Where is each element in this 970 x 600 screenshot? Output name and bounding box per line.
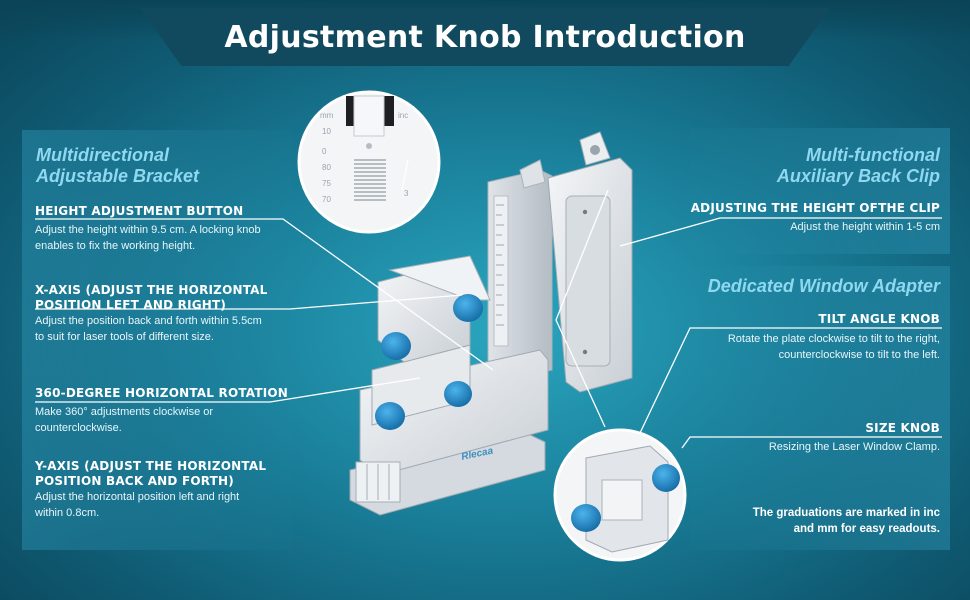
right-top-panel [690,128,950,254]
ruler-unit-mm: mm [320,111,334,120]
window-adapter-zoom-circle [553,428,687,562]
section-title-line: Multidirectional [36,145,170,165]
ruler-zoom-circle: mm inc 10 0 80 75 70 3 [297,90,441,234]
size-knob-desc: Resizing the Laser Window Clamp. [768,441,940,453]
right-bottom-panel [690,266,950,550]
y-axis-desc: Adjust the horizontal position left and … [35,489,239,521]
page-title: Adjustment Knob Introduction [224,19,746,55]
tilt-angle-knob-desc: Rotate the plate clockwise to tilt to th… [728,331,940,363]
rotation-desc: Make 360° adjustments clockwise or count… [35,404,213,436]
label-line: X-AXIS (ADJUST THE HORIZONTAL [35,283,268,297]
note-line: and mm for easy readouts. [793,523,940,535]
section-title-line: Adjustable Bracket [36,166,200,186]
back-clip [547,131,633,393]
ruler-tick: 70 [322,195,331,204]
section-title-line: Multi-functional [806,145,940,165]
height-adjustment-desc: Adjust the height within 9.5 cm. A locki… [35,222,261,254]
desc-line: Adjust the horizontal position left and … [35,491,240,503]
right-bottom-section-title: Dedicated Window Adapter [707,276,940,296]
section-title-line: Auxiliary Back Clip [776,166,940,186]
label-line: POSITION LEFT AND RIGHT) [35,298,227,312]
left-section-title: Multidirectional Adjustable Bracket [36,145,199,187]
ruler-unit-inc: inc [398,111,408,120]
ruler-tick: 10 [322,127,331,136]
title-banner: Adjustment Knob Introduction [140,8,830,66]
desc-line: to suit for laser tools of different siz… [35,331,214,343]
desc-line: Make 360° adjustments clockwise or [35,406,214,418]
clip-height-desc: Adjust the height within 1-5 cm [790,221,940,233]
desc-line: enables to fix the working height. [35,240,196,252]
ruler-tick: 75 [322,179,331,188]
desc-line: Rotate the plate clockwise to tilt to th… [727,333,940,345]
knob-icon [375,294,483,430]
x-axis-label: X-AXIS (ADJUST THE HORIZONTAL POSITION L… [35,283,268,313]
label-line: POSITION BACK AND FORTH) [35,474,234,488]
height-adjustment-label: HEIGHT ADJUSTMENT BUTTON [35,204,244,218]
right-top-section-title: Multi-functional Auxiliary Back Clip [777,145,940,187]
rotation-label: 360-DEGREE HORIZONTAL ROTATION [35,386,289,400]
note-line: The graduations are marked in inc [752,507,940,519]
ruler-tick-right: 3 [404,189,409,198]
left-panel [22,130,292,550]
y-axis-label: Y-AXIS (ADJUST THE HORIZONTAL POSITION B… [35,459,266,489]
callout-lines [35,159,942,449]
desc-line: Adjust the height within 9.5 cm. A locki… [35,224,261,236]
ruler-tick: 0 [322,147,327,156]
desc-line: counterclockwise. [35,422,122,434]
size-knob-label: SIZE KNOB [865,421,940,435]
desc-line: Adjust the position back and forth withi… [35,315,262,327]
desc-line: within 0.8cm. [35,507,100,519]
desc-line: counterclockwise to tilt to the left. [778,349,940,361]
ruler-tick: 80 [322,163,331,172]
clip-height-label: ADJUSTING THE HEIGHT OFTHE CLIP [690,201,940,215]
label-line: Y-AXIS (ADJUST THE HORIZONTAL [35,459,267,473]
vertical-column [487,159,553,383]
tilt-angle-knob-label: TILT ANGLE KNOB [818,312,940,326]
graduation-note: The graduations are marked in inc and mm… [753,505,940,537]
x-axis-desc: Adjust the position back and forth withi… [35,313,262,345]
